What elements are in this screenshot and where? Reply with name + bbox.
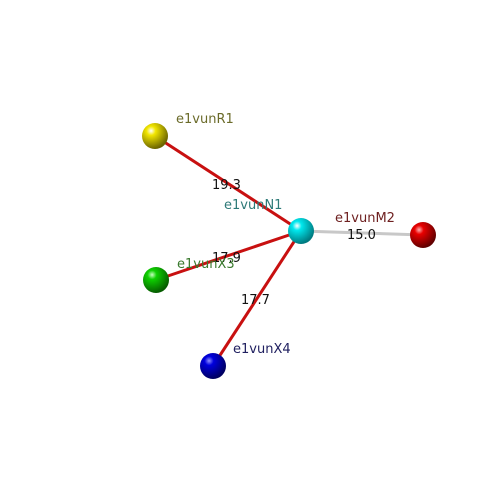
edge-r1-n1 — [154, 134, 302, 233]
edge-label-n1-m2: 15.0 — [347, 228, 376, 243]
node-r1[interactable] — [142, 123, 168, 149]
node-label-r1: e1vunR1 — [176, 112, 234, 127]
edge-label-x3-n1: 17.9 — [212, 251, 241, 266]
node-label-x4: e1vunX4 — [233, 342, 291, 357]
node-n1[interactable] — [288, 218, 314, 244]
node-label-x3: e1vunX3 — [177, 257, 235, 272]
node-x3[interactable] — [143, 267, 169, 293]
edge-x4-n1 — [211, 230, 303, 367]
node-label-n1: e1vunN1 — [224, 198, 282, 213]
edge-n1-m2 — [300, 229, 424, 237]
edge-x3-n1 — [155, 229, 302, 282]
node-m2[interactable] — [410, 222, 436, 248]
node-label-m2: e1vunM2 — [335, 211, 395, 226]
edge-label-r1-n1: 19.3 — [212, 178, 241, 193]
node-x4[interactable] — [200, 353, 226, 379]
edge-label-x4-n1: 17.7 — [241, 293, 270, 308]
